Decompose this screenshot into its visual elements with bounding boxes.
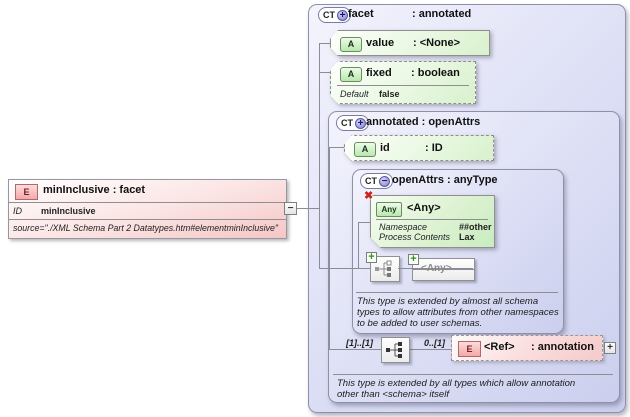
ref-type: : annotation [531,341,594,353]
facet-panel-header[interactable]: CT + [318,7,351,23]
annotated-note: This type is extended by all types which… [337,378,576,400]
mininclusive-element-box[interactable]: E minInclusive : facet ID minInclusive s… [8,179,287,239]
complextype-icon: CT + [336,115,369,131]
element-icon: E [15,184,38,200]
derivation-plus-icon[interactable]: + [337,9,348,21]
connector-to-sequence [329,349,382,350]
value-attribute-box[interactable]: A value : <None> [330,30,490,56]
collapse-toggle-button[interactable]: − [284,202,297,215]
cardinality-right: 0..[1] [424,338,446,348]
fixed-attr-name: fixed [366,67,392,79]
sequence-icon [386,342,402,358]
facet-panel-name: facet [348,8,374,20]
complextype-icon: CT + [318,7,351,23]
sequence-compositor-box[interactable] [381,337,410,363]
openattrs-panel-header[interactable]: CT − [360,173,393,189]
fixed-attr-divider [337,85,469,86]
prohibited-x-icon: ✖ [364,190,374,202]
connector-element-to-panel [296,208,319,209]
openattrs-note: This type is extended by almost all sche… [357,296,559,329]
connector-facet-attr-tree [319,43,320,269]
element-icon: E [458,341,481,357]
connector-stub-id [329,147,345,148]
any-namespace-label: Namespace [379,222,428,232]
element-divider-2 [9,219,286,220]
element-source: source="./XML Schema Part 2 Datatypes.ht… [13,223,278,233]
annotated-panel-header[interactable]: CT + [336,115,369,131]
facet-panel-type: : annotated [412,8,472,20]
ref-name: <Ref> [484,341,515,353]
complextype-icon: CT − [360,173,393,189]
connector-attr-extension [319,268,371,269]
derivation-minus-icon[interactable]: − [379,175,390,187]
any-title: <Any> [407,202,441,214]
any-namespace-value: ##other [459,222,492,232]
id-attr-type: : ID [425,142,443,154]
ref-annotation-element-box[interactable]: E <Ref> : annotation [451,335,603,361]
attribute-icon: A [340,37,362,52]
attribute-group-icon [375,260,392,277]
fixed-default-label: Default [340,89,369,99]
any-divider [376,219,488,220]
connector-through-any-placeholder [398,268,473,269]
placeholder-strike-line [413,269,474,270]
annotated-panel-title: annotated : openAttrs [366,116,481,128]
attribute-icon: A [354,142,376,157]
id-attribute-box[interactable]: A id : ID [344,135,494,161]
value-attr-type: : <None> [413,37,461,49]
any-processcontents-value: Lax [459,232,475,242]
connector-stub-any [358,222,371,223]
fixed-attr-type: : boolean [411,67,460,79]
extension-plus-icon[interactable]: + [366,252,377,263]
annotated-note-divider [333,374,613,375]
id-attr-name: id [380,142,390,154]
element-title: minInclusive : facet [43,184,146,196]
element-id-value: minInclusive [41,206,96,216]
any-extension-placeholder-box[interactable]: <Any> [412,258,475,281]
fixed-default-value: false [379,89,400,99]
cardinality-left: [1]..[1] [346,338,373,348]
connector-sequence-to-ref [408,349,452,350]
value-attr-name: value [366,37,395,49]
any-processcontents-label: Process Contents [379,232,451,242]
attribute-icon: A [340,67,362,82]
element-id-label: ID [13,206,22,216]
connector-stub-fixed [319,72,331,73]
connector-stub-value [319,43,331,44]
ref-expand-button[interactable]: + [604,342,616,354]
any-placeholder-label: <Any> [421,263,452,274]
extension-plus-icon[interactable]: + [408,254,419,265]
fixed-attribute-box[interactable]: A fixed : boolean Default false [330,61,476,104]
element-divider-1 [9,202,286,203]
connector-annotated-tree [329,147,330,350]
openattrs-panel-title: openAttrs : anyType [392,174,498,186]
connector-any-tree [358,222,359,269]
any-icon: Any [376,202,402,217]
derivation-plus-icon[interactable]: + [355,117,366,129]
openattrs-note-divider [356,292,558,293]
any-wildcard-box[interactable]: Any <Any> Namespace ##other Process Cont… [370,195,495,248]
